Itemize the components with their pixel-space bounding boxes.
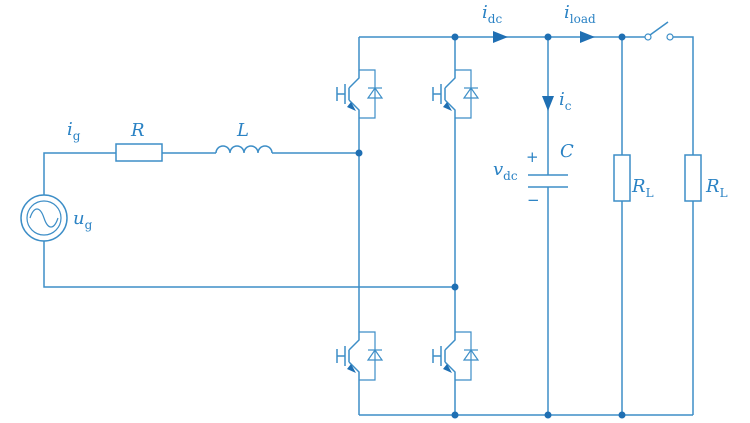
diode-icon	[462, 348, 480, 361]
resistor-icon	[613, 154, 631, 202]
current-arrow-icon	[542, 96, 554, 111]
idc-label: idc	[482, 2, 502, 26]
igbt-icon	[336, 69, 376, 119]
junction-dot	[544, 411, 552, 419]
igbt-icon	[432, 331, 472, 381]
diode-icon	[366, 86, 384, 99]
plus-sign: +	[526, 148, 539, 166]
ic-label: ic	[559, 89, 572, 113]
resistor-icon	[684, 154, 702, 202]
diode-icon	[366, 348, 384, 361]
junction-dot	[451, 33, 459, 41]
junction-dot	[618, 411, 626, 419]
current-arrow-icon	[493, 31, 508, 43]
igbt-icon	[432, 69, 472, 119]
diode-icon	[462, 86, 480, 99]
ug-label: ug	[73, 208, 93, 232]
switch-icon	[644, 21, 674, 41]
ig-label: ig	[67, 119, 81, 143]
wire-source-return	[43, 241, 455, 288]
emitter-arrow-icon	[347, 102, 356, 111]
iload-label: iload	[564, 2, 596, 26]
rl2-label: RL	[705, 176, 728, 200]
capacitor-icon	[528, 174, 568, 188]
emitter-arrow-icon	[443, 364, 452, 373]
resistor-icon	[115, 143, 163, 162]
emitter-arrow-icon	[443, 102, 452, 111]
vdc-label: vdc	[493, 159, 518, 183]
junction-dot	[355, 149, 363, 157]
wire-source-to-resistor	[43, 152, 116, 195]
minus-sign: −	[527, 191, 540, 209]
ac-source-icon	[20, 194, 68, 242]
rl1-label: RL	[631, 176, 654, 200]
wire-rl2-top	[673, 36, 694, 155]
inductor-icon	[215, 145, 273, 154]
emitter-arrow-icon	[347, 364, 356, 373]
junction-dot	[451, 283, 459, 291]
current-arrow-icon	[580, 31, 595, 43]
junction-dot	[618, 33, 626, 41]
resistor-label: R	[130, 120, 145, 141]
junction-dot	[544, 33, 552, 41]
capacitor-label: C	[560, 141, 574, 162]
junction-dot	[451, 411, 459, 419]
inductor-label: L	[236, 120, 249, 141]
igbt-icon	[336, 331, 376, 381]
